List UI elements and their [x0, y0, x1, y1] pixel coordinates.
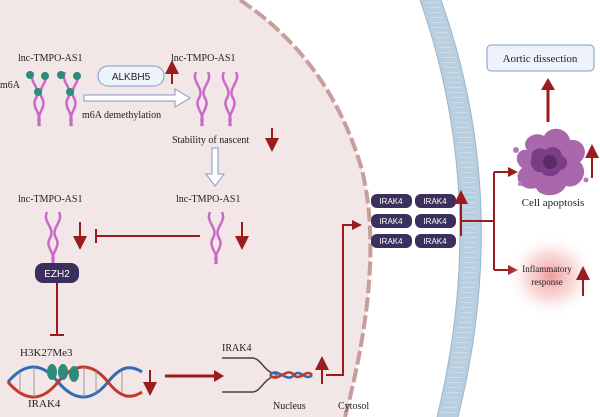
alkbh5-box: ALKBH5 [97, 65, 165, 87]
m6a-label: m6A [0, 80, 21, 91]
cell-apoptosis-label: Cell apoptosis [522, 197, 585, 209]
lnc-rna-methylated [30, 71, 80, 127]
irak4-mrna-label: IRAK4 [222, 343, 251, 354]
transcription-arrow [165, 370, 224, 382]
lnc-rna-mid-left [44, 211, 62, 265]
apoptotic-cell-icon [513, 128, 589, 196]
irak4-gene-label: IRAK4 [28, 398, 61, 410]
nucleus-region [0, 0, 371, 417]
irak4-protein-label: IRAK4 [379, 237, 403, 246]
cell-membrane [419, 0, 482, 417]
response-label: response [531, 277, 563, 287]
export-arrow [326, 220, 362, 376]
outcome-up-arrow [541, 78, 555, 122]
dna-helix [6, 365, 143, 399]
lnc-label-mid-left: lnc-TMPO-AS1 [18, 194, 82, 205]
ezh2-protein: EZH2 [35, 263, 79, 283]
lnc-rna-demethylated [193, 71, 239, 127]
irak4-protein-label: IRAK4 [423, 197, 447, 206]
stability-label: Stability of nascent [172, 135, 249, 146]
demethylation-arrow [83, 88, 191, 108]
m6a-demethylation-label: m6A demethylation [82, 110, 161, 121]
cytosol-label: Cytosol [338, 401, 369, 412]
ezh2-inhibition [50, 283, 64, 336]
irak4-protein-label: IRAK4 [423, 217, 447, 226]
inflammatory-label: Inflammatory [522, 264, 572, 274]
irak4-protein-grid: IRAK4 IRAK4 IRAK4 IRAK4 IRAK4 IRAK4 [371, 194, 456, 248]
lnc-label-top-right: lnc-TMPO-AS1 [171, 53, 235, 64]
irak4-protein-label: IRAK4 [379, 197, 403, 206]
aortic-dissection-label: Aortic dissection [503, 53, 578, 65]
irak4-protein-label: IRAK4 [423, 237, 447, 246]
lnc-label-mid-right: lnc-TMPO-AS1 [176, 194, 240, 205]
irak4-mrna [222, 357, 313, 393]
hollow-down-arrow [205, 147, 225, 187]
nucleus-label: Nucleus [273, 401, 306, 412]
h3k27me3-label: H3K27Me3 [20, 347, 73, 359]
inflammation-glow [506, 234, 596, 318]
inhibition-line [95, 229, 200, 243]
irak4-protein-label: IRAK4 [379, 217, 403, 226]
histone-marks [47, 364, 79, 382]
lnc-rna-mid-right [207, 211, 225, 265]
m6a-beads [26, 71, 81, 96]
aortic-dissection-box: Aortic dissection [486, 44, 595, 72]
ezh2-label: EZH2 [44, 269, 70, 280]
lnc-label-top-left: lnc-TMPO-AS1 [18, 53, 82, 64]
alkbh5-label: ALKBH5 [112, 72, 151, 83]
